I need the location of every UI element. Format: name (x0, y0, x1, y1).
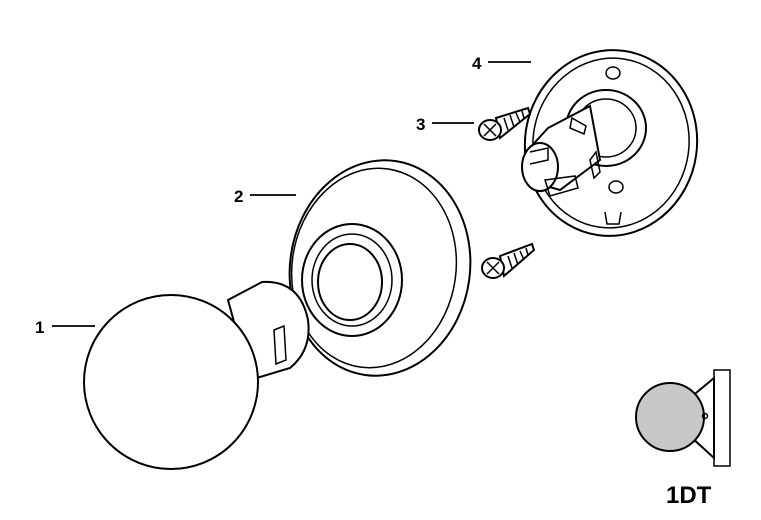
part-3-screw-upper (478, 106, 532, 141)
callout-number-2: 2 (234, 187, 243, 206)
assembled-knob-thumbnail (635, 369, 731, 467)
model-label: 1DT (666, 482, 712, 509)
part-1-knob (83, 280, 310, 470)
part-4-mounting-plate (521, 49, 699, 237)
callout-number-3: 3 (416, 115, 425, 134)
part-3-screw-lower (481, 242, 536, 279)
callout-number-1: 1 (35, 318, 44, 337)
part-2-rose (288, 159, 472, 377)
callout-number-4: 4 (472, 54, 482, 73)
